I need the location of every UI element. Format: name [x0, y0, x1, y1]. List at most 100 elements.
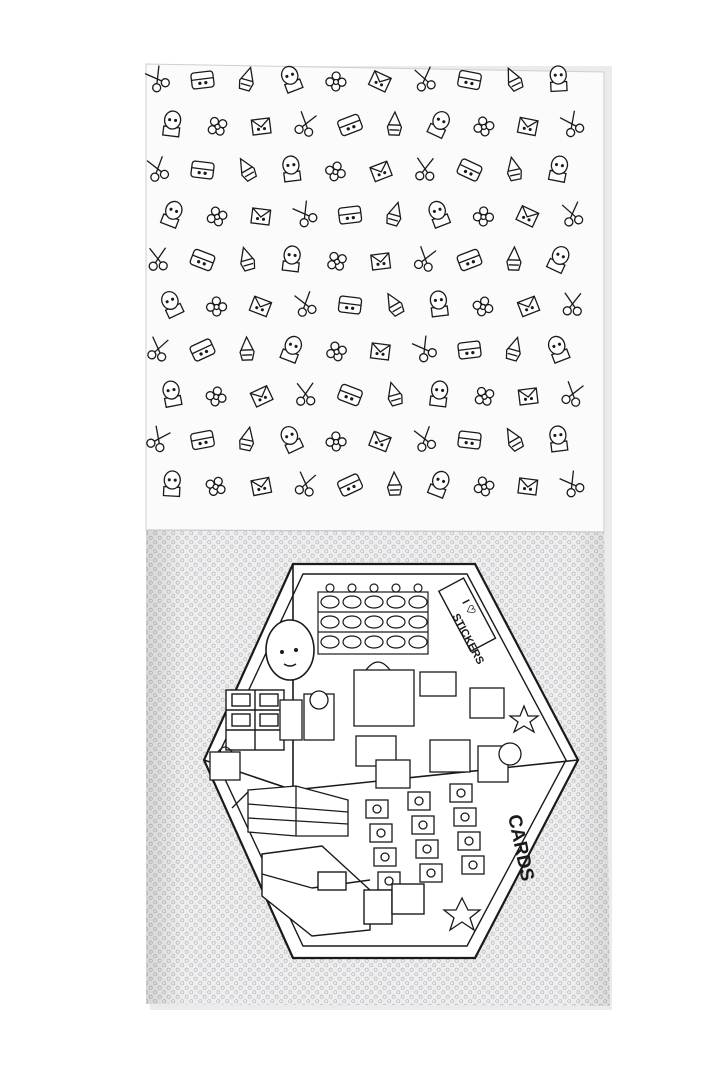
- cherries-icon: [515, 204, 540, 228]
- tape-roll: [342, 595, 362, 609]
- scissors-icon: [415, 157, 435, 181]
- milk-carton-icon: [279, 335, 303, 364]
- tape-roll: [386, 635, 406, 649]
- pencil-icon: [457, 69, 482, 91]
- cake-icon: [337, 383, 363, 407]
- envelope-icon: [473, 116, 495, 137]
- greeting-card: [461, 855, 485, 875]
- envelope-icon: [473, 476, 495, 497]
- greeting-card: [460, 812, 470, 822]
- tape-roll: [325, 583, 335, 593]
- pencil-icon: [456, 248, 483, 272]
- greeting-card: [376, 828, 386, 838]
- pencil-icon: [336, 473, 364, 497]
- flower-icon: [386, 110, 403, 136]
- greeting-card: [464, 836, 474, 846]
- greeting-card: [407, 791, 431, 811]
- greeting-card: [468, 860, 478, 870]
- rocket-icon: [238, 66, 254, 92]
- smiley-bubble: [265, 619, 315, 681]
- greeting-card: [449, 783, 473, 803]
- greeting-card: [453, 807, 477, 827]
- greeting-card: [426, 868, 436, 878]
- banana-icon: [413, 426, 437, 452]
- scissors-icon: [144, 65, 170, 93]
- tape-roll: [408, 595, 428, 609]
- tape-roll: [320, 635, 340, 649]
- tape-roll: [408, 635, 428, 649]
- sticker-sign: [437, 577, 497, 653]
- card-display: [355, 735, 522, 789]
- tape-roll: [369, 583, 379, 593]
- greeting-card: [411, 815, 435, 835]
- rocket-icon: [505, 336, 521, 362]
- cactus-icon: [428, 200, 452, 229]
- envelope-icon: [205, 386, 227, 407]
- banana-icon: [294, 291, 317, 317]
- cherries-icon: [250, 117, 272, 136]
- greeting-card: [418, 820, 428, 830]
- hexagon-shop-room: [202, 562, 580, 960]
- milk-carton-icon: [549, 425, 569, 453]
- pencil-icon: [457, 430, 482, 450]
- greeting-card: [457, 831, 481, 851]
- greeting-card: [373, 847, 397, 867]
- milk-carton-icon: [426, 110, 450, 140]
- cherries-icon: [368, 430, 392, 453]
- counter: [261, 845, 425, 937]
- scissors-icon: [559, 470, 585, 498]
- tape-roll: [386, 615, 406, 629]
- cupcake-icon: [205, 296, 228, 317]
- flower-icon: [506, 245, 522, 271]
- cupcake-icon: [325, 71, 347, 92]
- tape-roll: [342, 615, 362, 629]
- envelope-icon: [325, 161, 346, 182]
- cupcake-icon: [205, 476, 226, 496]
- banana-icon: [414, 66, 436, 92]
- rocket-icon: [387, 381, 403, 407]
- pencil-icon: [189, 338, 216, 362]
- flower-icon: [507, 66, 524, 92]
- tape-roll: [391, 583, 401, 593]
- milk-carton-icon: [549, 65, 568, 93]
- cake-icon: [190, 70, 215, 90]
- scissors-icon: [562, 292, 582, 316]
- pencil-icon: [337, 113, 363, 137]
- cupcake-icon: [474, 386, 495, 406]
- cactus-icon: [547, 335, 571, 364]
- scissors-icon: [559, 110, 585, 138]
- cactus-icon: [280, 425, 305, 455]
- banana-icon: [561, 201, 584, 227]
- banana-icon: [294, 471, 317, 497]
- greeting-card: [456, 788, 466, 798]
- banana-icon: [147, 336, 169, 362]
- envelope-icon: [472, 296, 494, 317]
- scissors-icon: [411, 335, 437, 363]
- milk-carton-icon: [162, 380, 183, 409]
- cactus-icon: [280, 65, 304, 94]
- milk-carton-icon: [159, 200, 183, 229]
- stamp-tower: [231, 785, 349, 837]
- pencil-icon: [337, 295, 363, 315]
- tape-roll: [408, 615, 428, 629]
- gumball-icon: [369, 342, 391, 361]
- cherries-icon: [248, 295, 273, 318]
- milk-carton-icon: [282, 155, 302, 183]
- cactus-icon: [162, 470, 181, 498]
- rocket-icon: [240, 246, 256, 272]
- gumball-icon: [516, 295, 541, 318]
- tape-rack: [317, 583, 429, 655]
- milk-carton-icon: [426, 470, 450, 499]
- pencil-icon: [190, 160, 215, 180]
- cactus-icon: [161, 110, 182, 138]
- rocket-icon: [386, 201, 402, 227]
- tape-roll: [364, 635, 384, 649]
- rocket-icon: [239, 425, 255, 452]
- tape-roll: [364, 615, 384, 629]
- scissors-icon: [292, 200, 318, 228]
- banana-icon: [294, 111, 317, 137]
- rocket-icon: [506, 155, 522, 182]
- tape-roll: [413, 583, 423, 593]
